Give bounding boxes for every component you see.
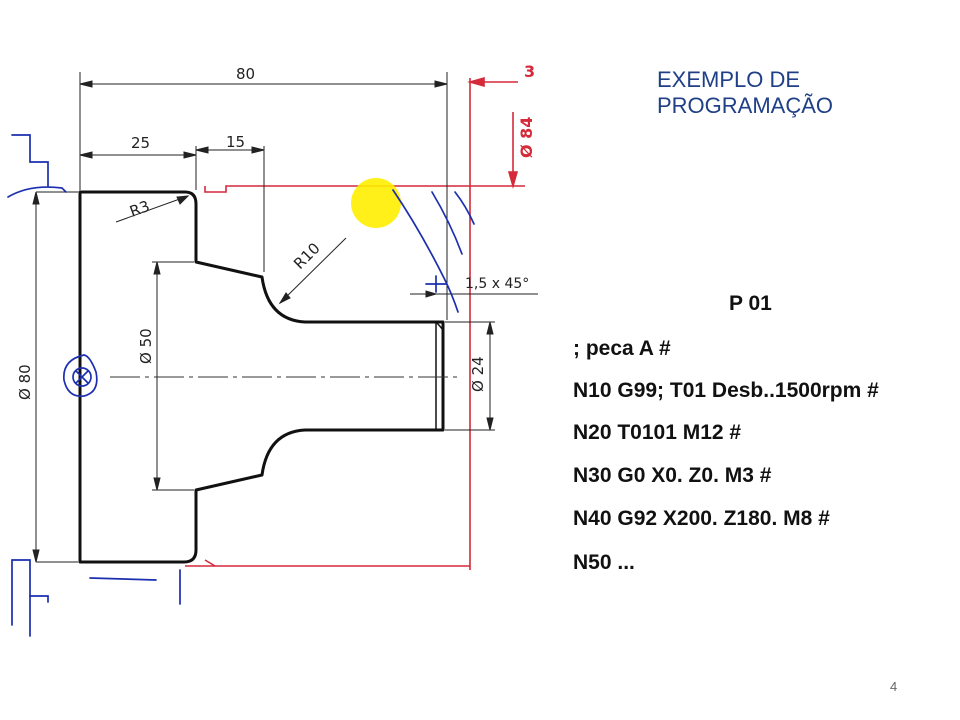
dim-flange-length: 25 [131,134,150,152]
program-line: N20 T0101 M12 # [573,421,742,444]
dim-radius-small: R3 [127,197,152,221]
dim-radius-large: R10 [290,239,324,273]
dim-diameter-80: Ø 80 [16,364,34,400]
dim-diameter-24: Ø 24 [469,356,487,392]
dim-taper-length: 15 [226,133,245,151]
cursor-highlight [351,178,401,228]
slide-title: EXEMPLO DE PROGRAMAÇÃO [657,67,833,119]
dim-chamfer: 1,5 x 45° [465,276,529,292]
title-line-2: PROGRAMAÇÃO [657,93,834,118]
program-line: N30 G0 X0. Z0. M3 # [573,464,772,487]
page-number: 4 [890,679,898,694]
stock-face-allowance: 3 [524,62,535,81]
part-outline [78,190,445,564]
dimension-texts: 80 25 15 R3 R10 Ø 80 Ø 50 Ø 24 1,5 x 45° [16,65,529,400]
program-heading: P 01 [729,292,772,315]
dimension-lines [32,72,538,563]
dim-diameter-50: Ø 50 [137,328,155,364]
stock-outline [185,76,525,570]
handwritten-annotations [7,134,475,637]
program-line: N10 G99; T01 Desb..1500rpm # [573,379,879,402]
program-line: N50 ... [573,551,635,574]
dim-overall-length: 80 [236,65,255,83]
stock-diameter-label: Ø 84 [517,117,536,158]
title-line-1: EXEMPLO DE [657,67,801,92]
program-line: ; peca A # [573,337,671,360]
program-line: N40 G92 X200. Z180. M8 # [573,507,830,530]
